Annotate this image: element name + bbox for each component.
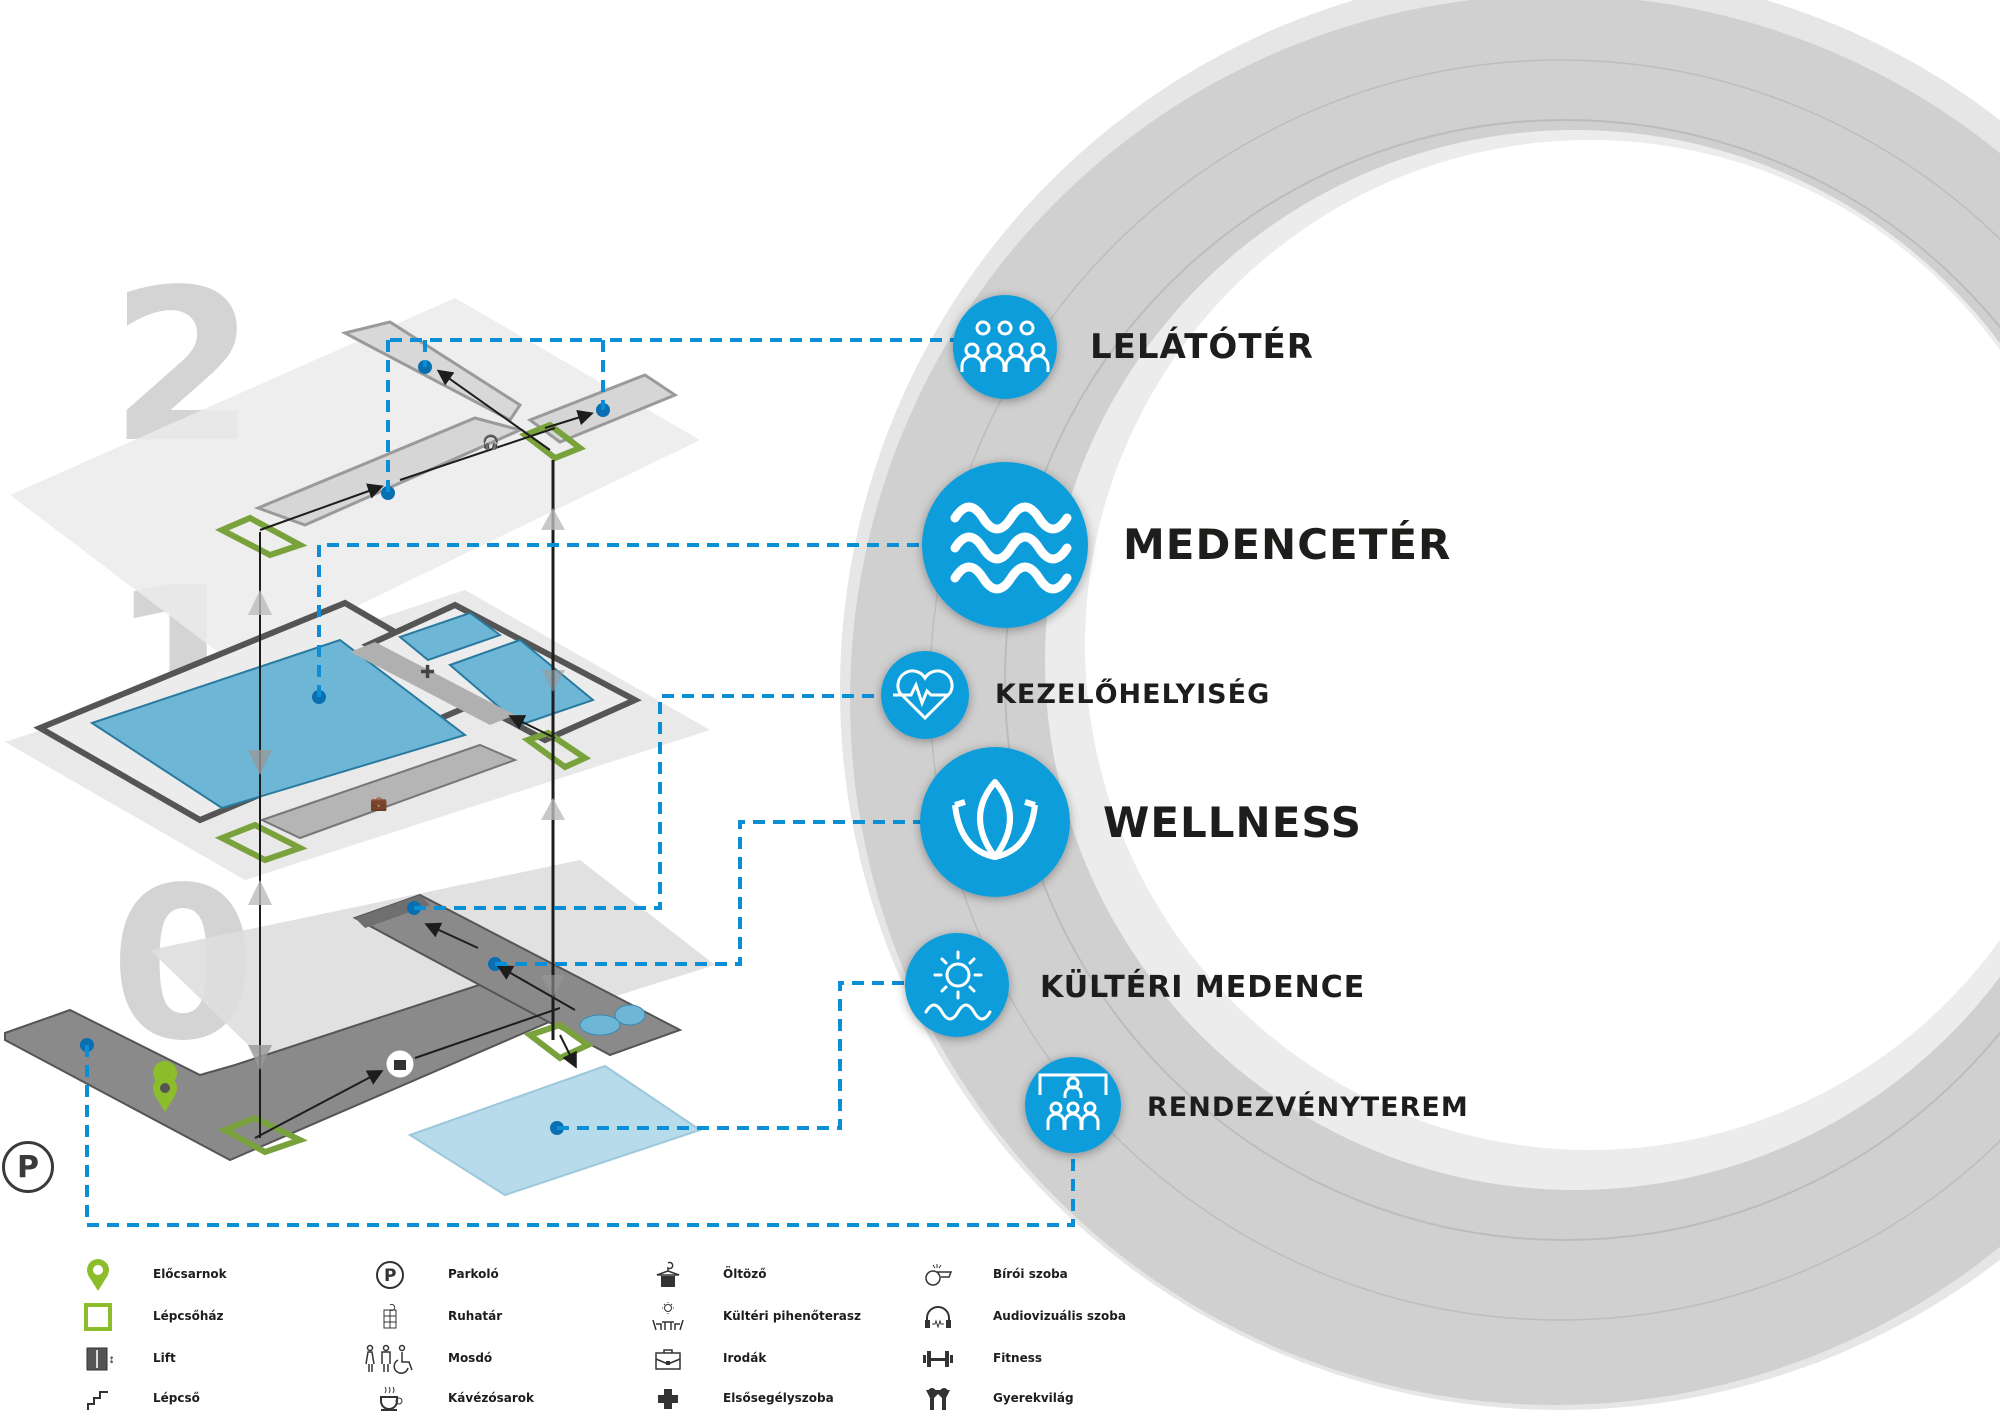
sun-water-icon bbox=[924, 950, 992, 1021]
label-rendezvenyterem: RENDEZVÉNYTEREM bbox=[1147, 1092, 1469, 1123]
floor-1-stairwell-left bbox=[214, 821, 308, 864]
restroom-icon bbox=[362, 1344, 418, 1374]
connector-lines bbox=[85, 338, 1075, 1227]
label-kezelohelyiseg: KEZELŐHELYISÉG bbox=[995, 679, 1271, 710]
connector-wellness bbox=[495, 820, 925, 966]
stairs-icon bbox=[78, 1384, 118, 1414]
cloakroom-icon bbox=[370, 1302, 410, 1332]
dumbbell-icon bbox=[918, 1344, 958, 1374]
floor-0-slab-light bbox=[150, 860, 715, 1095]
floor-0-stairwell-right bbox=[523, 1021, 594, 1062]
legend: Előcsarnok Lépcsőház ↕ Lift Lépcső P Par bbox=[0, 1259, 1200, 1417]
vertical-circulation bbox=[248, 460, 565, 1138]
first-aid-cross-icon bbox=[648, 1384, 688, 1414]
headphones-icon bbox=[918, 1302, 958, 1332]
location-pin-icon bbox=[153, 1061, 178, 1110]
up-arrow bbox=[248, 590, 272, 615]
function-node-wellness[interactable] bbox=[920, 747, 1070, 897]
floor-0-stairwell-left bbox=[217, 1114, 308, 1156]
label-wellness: WELLNESS bbox=[1103, 798, 1362, 847]
floor-2-stairwell-right bbox=[518, 421, 587, 462]
terrace-icon bbox=[648, 1302, 688, 1332]
parking-icon: P bbox=[2, 1141, 54, 1193]
audience-icon bbox=[960, 320, 1050, 372]
node-floor2-corridor bbox=[381, 486, 395, 500]
connector-rendezvenyterem bbox=[85, 1045, 1075, 1227]
coffee-cup-icon bbox=[370, 1384, 410, 1414]
floor-0-jacuzzi-1 bbox=[579, 1014, 621, 1036]
function-node-rendezvenyterem[interactable] bbox=[1025, 1057, 1121, 1153]
briefcase-icon bbox=[648, 1344, 688, 1374]
label-medenceter: MEDENCETÉR bbox=[1123, 520, 1452, 569]
function-node-kulteri-medence[interactable] bbox=[905, 933, 1009, 1037]
waves-icon bbox=[950, 502, 1072, 594]
heart-pulse-icon bbox=[893, 669, 954, 721]
location-pin-icon bbox=[78, 1259, 118, 1291]
first-aid-cross-icon: ✚ bbox=[420, 662, 435, 683]
floor-1-treatment-corridor bbox=[350, 642, 515, 725]
floor-2-stairwell-left bbox=[214, 514, 308, 559]
hanger-icon bbox=[648, 1260, 688, 1290]
stairwell-square-icon bbox=[78, 1302, 118, 1332]
floor-1-office-strip bbox=[259, 743, 518, 840]
ring-center bbox=[1085, 140, 2000, 1150]
floor-0-plan bbox=[4, 860, 715, 1197]
function-node-kezelohelyiseg[interactable] bbox=[881, 651, 969, 739]
label-lelatoter: LELÁTÓTÉR bbox=[1090, 327, 1314, 367]
briefcase-icon: 💼 bbox=[370, 796, 388, 812]
hanger-icon bbox=[394, 1060, 406, 1070]
floor-1-main-pool bbox=[89, 638, 468, 810]
down-arrow bbox=[248, 750, 272, 775]
connector-kezelohelyiseg bbox=[414, 694, 880, 910]
function-node-lelatoter[interactable] bbox=[953, 295, 1057, 399]
floor-1-small-pool-2 bbox=[448, 638, 596, 727]
connector-medenceter bbox=[317, 543, 925, 697]
event-hall-icon bbox=[1038, 1073, 1108, 1130]
whistle-icon bbox=[918, 1260, 958, 1290]
floor-1-plan: ✚ 💼 bbox=[5, 590, 710, 880]
elevator-icon: ↕ bbox=[78, 1344, 118, 1374]
floor-1-small-pool-1 bbox=[397, 611, 503, 662]
function-node-medenceter[interactable] bbox=[922, 462, 1088, 628]
lotus-icon bbox=[952, 779, 1038, 860]
parking-icon: P bbox=[370, 1260, 410, 1290]
ring-line-2 bbox=[1004, 119, 2000, 1241]
svg-text:P: P bbox=[384, 1266, 396, 1286]
svg-text:↕: ↕ bbox=[108, 1356, 113, 1366]
connector-kulteri-medence bbox=[557, 981, 905, 1130]
children-icon bbox=[918, 1384, 958, 1414]
label-kulteri-medence: KÜLTÉRI MEDENCE bbox=[1040, 970, 1366, 1005]
floor-0-jacuzzi-2 bbox=[614, 1004, 646, 1026]
headphones-icon: 🎧 bbox=[482, 434, 499, 451]
